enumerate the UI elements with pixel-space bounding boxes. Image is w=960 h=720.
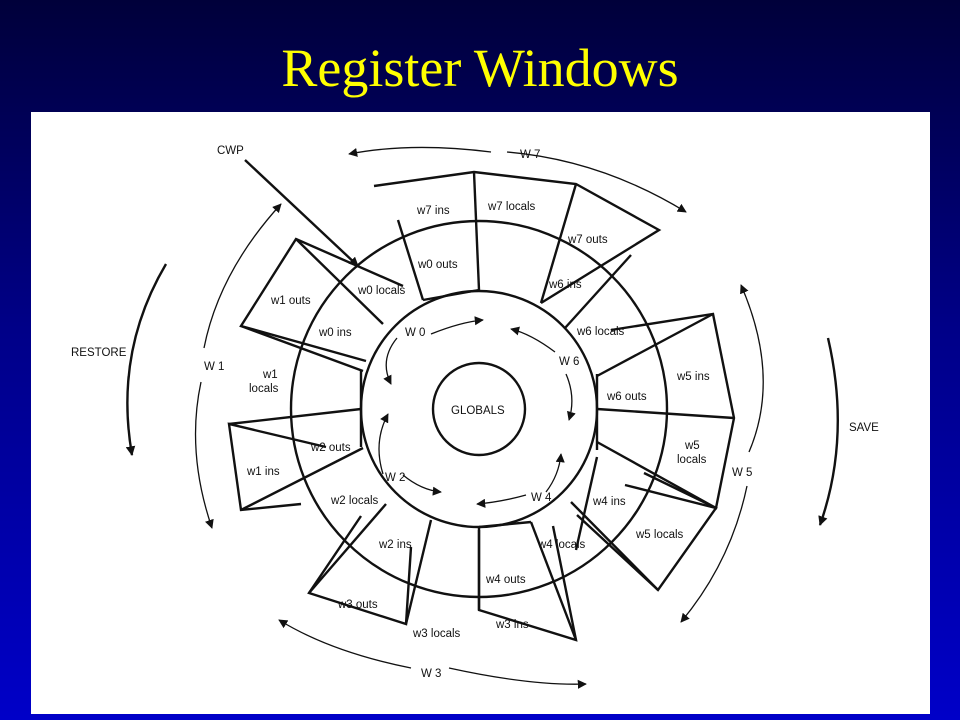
segment-w7-ins: w7 ins	[416, 205, 450, 217]
segment-w7-locals: w7 locals	[487, 201, 536, 213]
segment-w0-ins: w0 ins	[318, 327, 352, 339]
segment-w0-outs: w0 outs	[417, 259, 458, 271]
cwp-label: CWP	[217, 145, 244, 157]
segment-w0-locals: w0 locals	[357, 285, 406, 297]
segment-w5-locals-line2: locals	[677, 454, 707, 466]
window-notches	[361, 327, 396, 402]
segment-w3-locals: w3 locals	[412, 628, 461, 640]
window-w5-label: W 5	[732, 467, 752, 479]
window-w2-label: W 2	[385, 472, 405, 484]
segment-w4-outs: w4 outs	[485, 574, 526, 586]
segment-w1-outs: w1 outs	[270, 295, 311, 307]
inner-arrow-w4	[476, 494, 527, 508]
globals-label: GLOBALS	[451, 405, 505, 417]
segment-w6-outs: w6 outs	[606, 391, 647, 403]
segment-w6-ins: w6 ins	[548, 279, 582, 291]
outer-arrow-w3-right	[448, 667, 587, 689]
register-window-diagram: w7 ins w7 locals w7 outs w0 outs w0 loca…	[71, 145, 879, 689]
cwp-arrow	[244, 159, 359, 267]
segment-w4-ins: w4 ins	[592, 496, 626, 508]
inner-arrow-w4-up	[545, 453, 565, 493]
segment-w1-locals-line1: w1	[262, 369, 278, 381]
segment-w7-outs: w7 outs	[567, 234, 608, 246]
globals-circle	[431, 361, 527, 457]
outer-arrow-w1-up	[203, 203, 282, 349]
segment-w3-outs: w3 outs	[337, 599, 378, 611]
inner-arrow-w6	[510, 326, 556, 353]
window-w1-label: W 1	[204, 361, 224, 373]
segment-w3-ins: w3 ins	[495, 619, 529, 631]
outer-arrow-w5-up	[740, 284, 764, 453]
segment-w5-locals-line1: w5	[684, 440, 700, 452]
segment-w6-locals: w6 locals	[576, 326, 625, 338]
window-w0-label: W 0	[405, 327, 425, 339]
inner-arrow-w6-down	[565, 373, 576, 421]
outer-arrow-w7	[506, 151, 687, 213]
segment-w4-locals: w4 locals	[537, 539, 586, 551]
restore-arrow	[125, 263, 168, 456]
inner-arrow-w0-down	[383, 337, 398, 385]
segment-w1-locals-line2: locals	[249, 383, 279, 395]
outer-arrow-w3-left	[278, 619, 412, 669]
save-arrow	[818, 337, 839, 526]
window-w3-label: W 3	[421, 668, 441, 680]
segment-separators	[228, 171, 735, 641]
inner-arrow-w2-right	[402, 474, 442, 496]
segment-w2-locals: w2 locals	[330, 495, 379, 507]
segment-w5-ins: w5 ins	[676, 371, 710, 383]
outer-arrow-w1-down	[194, 381, 214, 529]
window-w4-label: W 4	[531, 492, 552, 504]
outer-arrow-w7-back	[348, 146, 492, 157]
inner-arrow-w2	[378, 413, 389, 475]
segment-w5-outs: w5 locals	[635, 529, 684, 541]
segment-w2-outs: w2 outs	[310, 442, 351, 454]
outer-arrow-w5-down	[680, 485, 748, 623]
inner-arrow-w0	[430, 316, 484, 335]
save-label: SAVE	[849, 422, 879, 434]
restore-label: RESTORE	[71, 347, 127, 359]
slide-title: Register Windows	[281, 38, 679, 98]
segment-w1-ins: w1 ins	[246, 466, 280, 478]
diagram-panel: w7 ins w7 locals w7 outs w0 outs w0 loca…	[31, 112, 930, 714]
segment-w2-ins: w2 ins	[378, 539, 412, 551]
window-w6-label: W 6	[559, 356, 579, 368]
inner-window-edges	[359, 288, 599, 529]
